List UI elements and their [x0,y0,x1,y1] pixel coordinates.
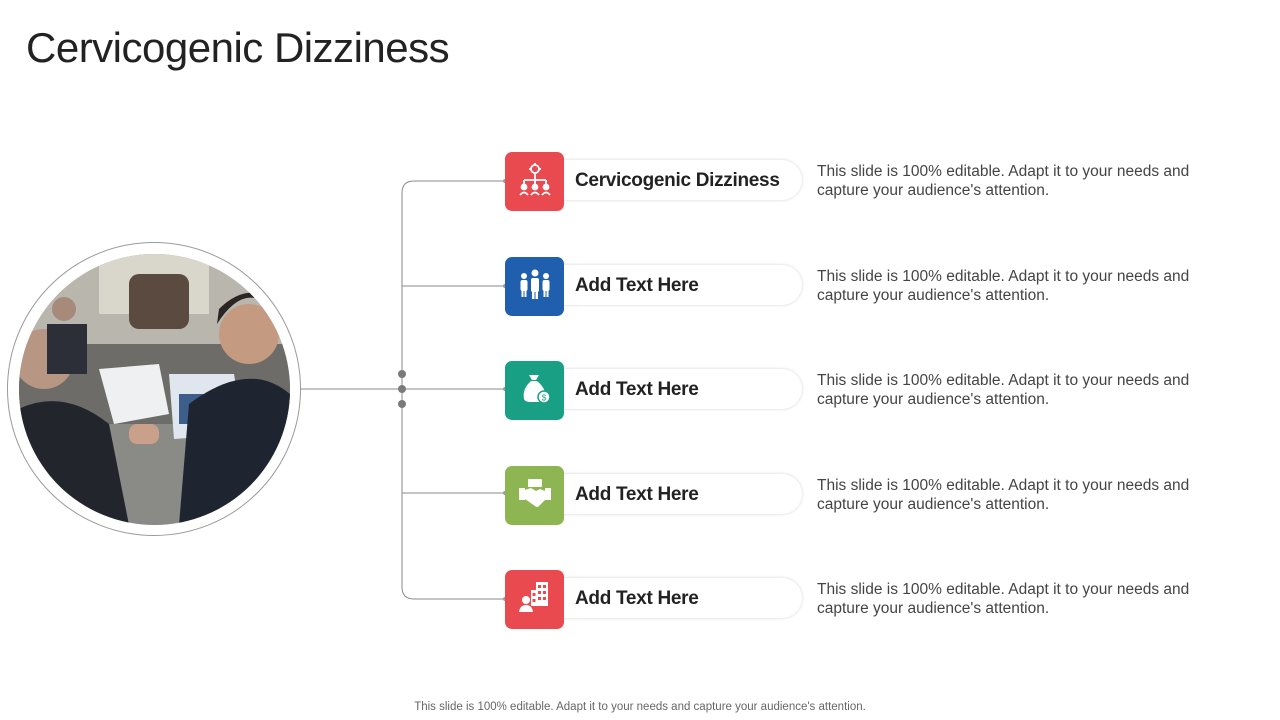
page-title: Cervicogenic Dizziness [26,24,449,72]
svg-text:$: $ [541,394,546,403]
item-title: Add Text Here [575,379,699,401]
item-icon-box [505,152,564,211]
hierarchy-gear-icon [518,162,552,201]
item-description: This slide is 100% editable. Adapt it to… [817,476,1212,514]
item-title: Add Text Here [575,588,699,610]
item-icon-box: $ [505,361,564,420]
business-meeting-photo [19,254,290,525]
list-item: Add Text Here This slide is 100% editabl… [505,257,1225,316]
money-bag-icon: $ [518,371,552,410]
item-title: Add Text Here [575,484,699,506]
item-icon-box [505,466,564,525]
list-item: $ Add Text Here This slide is 100% edita… [505,361,1225,420]
item-title: Add Text Here [575,275,699,297]
item-description: This slide is 100% editable. Adapt it to… [817,267,1212,305]
handshake-icon [518,476,552,515]
item-description: This slide is 100% editable. Adapt it to… [817,371,1212,409]
item-icon-box [505,570,564,629]
item-icon-box [505,257,564,316]
item-description: This slide is 100% editable. Adapt it to… [817,580,1212,618]
list-item: Add Text Here This slide is 100% editabl… [505,466,1225,525]
list-item: Add Text Here This slide is 100% editabl… [505,570,1225,629]
footer-note: This slide is 100% editable. Adapt it to… [0,701,1280,713]
item-description: This slide is 100% editable. Adapt it to… [817,162,1212,200]
item-title: Cervicogenic Dizziness [575,170,780,192]
person-building-icon [518,580,552,619]
list-item: Cervicogenic Dizziness This slide is 100… [505,152,1225,211]
team-icon [518,267,552,306]
